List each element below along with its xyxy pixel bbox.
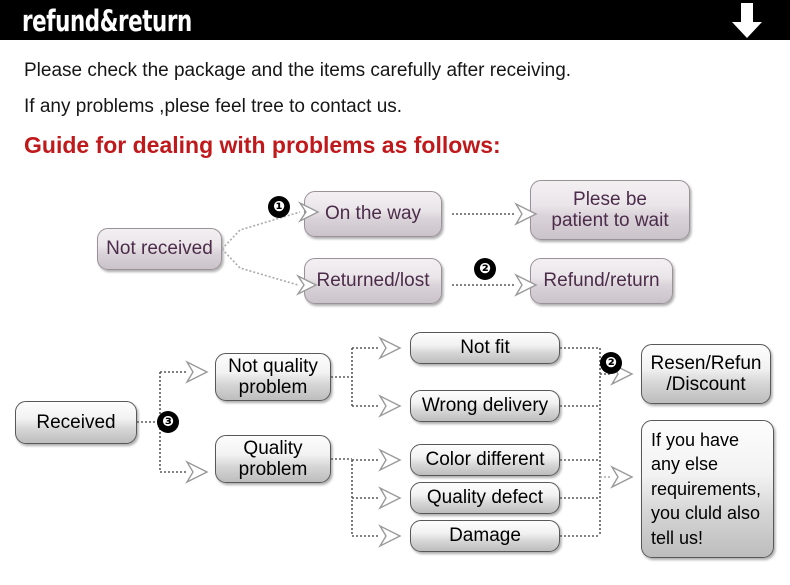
node-received[interactable]: Received: [15, 401, 137, 444]
node-color-different[interactable]: Color different: [410, 444, 560, 476]
node-returned-lost[interactable]: Returned/lost: [304, 258, 442, 304]
node-refund-return[interactable]: Refund/return: [530, 258, 673, 304]
down-arrow-icon: [732, 3, 762, 38]
guide-heading: Guide for dealing with problems as follo…: [24, 132, 501, 158]
node-not-fit[interactable]: Not fit: [410, 332, 560, 364]
intro-line-2: If any problems ,plese feel tree to cont…: [24, 96, 403, 117]
badge-2-chart2: ❷: [600, 352, 622, 374]
intro-line-1: Please check the package and the items c…: [24, 60, 572, 81]
badge-1: ❶: [268, 196, 290, 218]
node-on-the-way[interactable]: On the way: [304, 191, 442, 237]
badge-3: ❸: [157, 411, 179, 433]
node-not-received[interactable]: Not received: [97, 228, 222, 270]
page-title: refund&return: [22, 4, 192, 38]
node-resend-refund-discount[interactable]: Resen/Refun /Discount: [641, 344, 771, 404]
node-please-be-patient[interactable]: Plese be patient to wait: [530, 180, 690, 240]
node-quality-problem[interactable]: Quality problem: [215, 435, 331, 483]
node-quality-defect[interactable]: Quality defect: [410, 482, 560, 514]
node-not-quality-problem[interactable]: Not quality problem: [215, 353, 331, 401]
badge-2-chart1: ❷: [474, 258, 496, 280]
node-extra-requirements-note[interactable]: If you have any else requirements, you c…: [641, 420, 774, 558]
header-bar: [0, 0, 790, 40]
node-damage[interactable]: Damage: [410, 520, 560, 552]
node-wrong-delivery[interactable]: Wrong delivery: [410, 390, 560, 422]
